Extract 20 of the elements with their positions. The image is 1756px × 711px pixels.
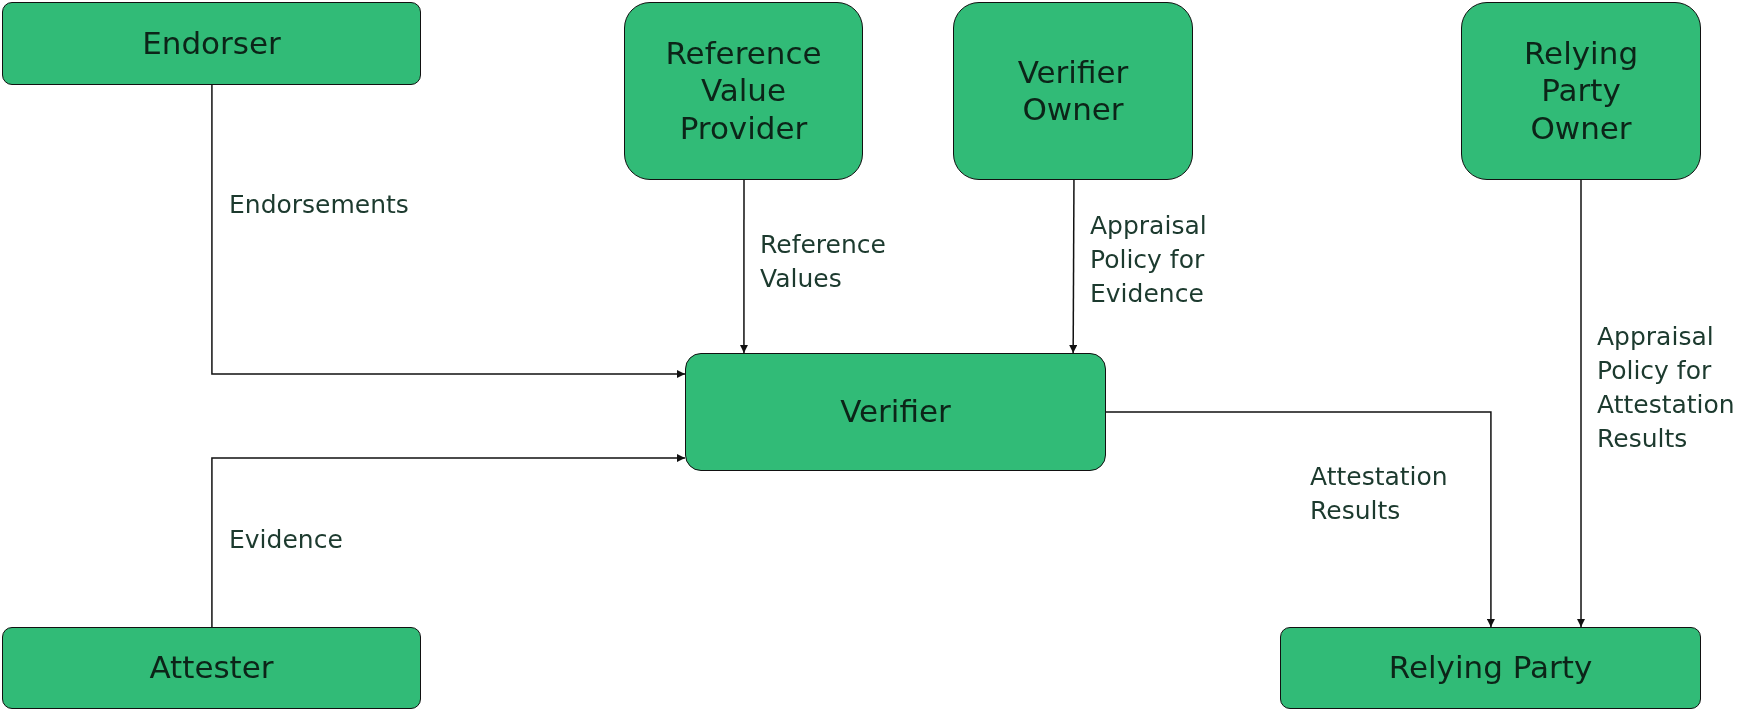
node-label: Verifier Owner bbox=[1016, 53, 1130, 129]
node-label: Relying Party Owner bbox=[1522, 35, 1640, 147]
process-box bbox=[2, 627, 421, 709]
arrow bbox=[211, 84, 686, 378]
arrow bbox=[1069, 179, 1078, 354]
node-label: Verifier bbox=[840, 393, 951, 431]
arrow bbox=[1577, 179, 1585, 628]
process-box bbox=[953, 2, 1193, 180]
process-box bbox=[685, 353, 1106, 471]
node-label: Reference Value Provider bbox=[664, 35, 823, 147]
arrow bbox=[1105, 411, 1495, 628]
arrow bbox=[739, 179, 748, 354]
node-label: Endorser bbox=[142, 24, 281, 63]
process-box bbox=[1280, 627, 1701, 709]
arrow bbox=[211, 454, 686, 628]
process-box bbox=[2, 2, 421, 85]
node-label: Attester bbox=[149, 649, 274, 687]
process-box bbox=[1461, 2, 1701, 180]
node-label: Relying Party bbox=[1388, 649, 1593, 687]
process-box bbox=[624, 2, 863, 180]
